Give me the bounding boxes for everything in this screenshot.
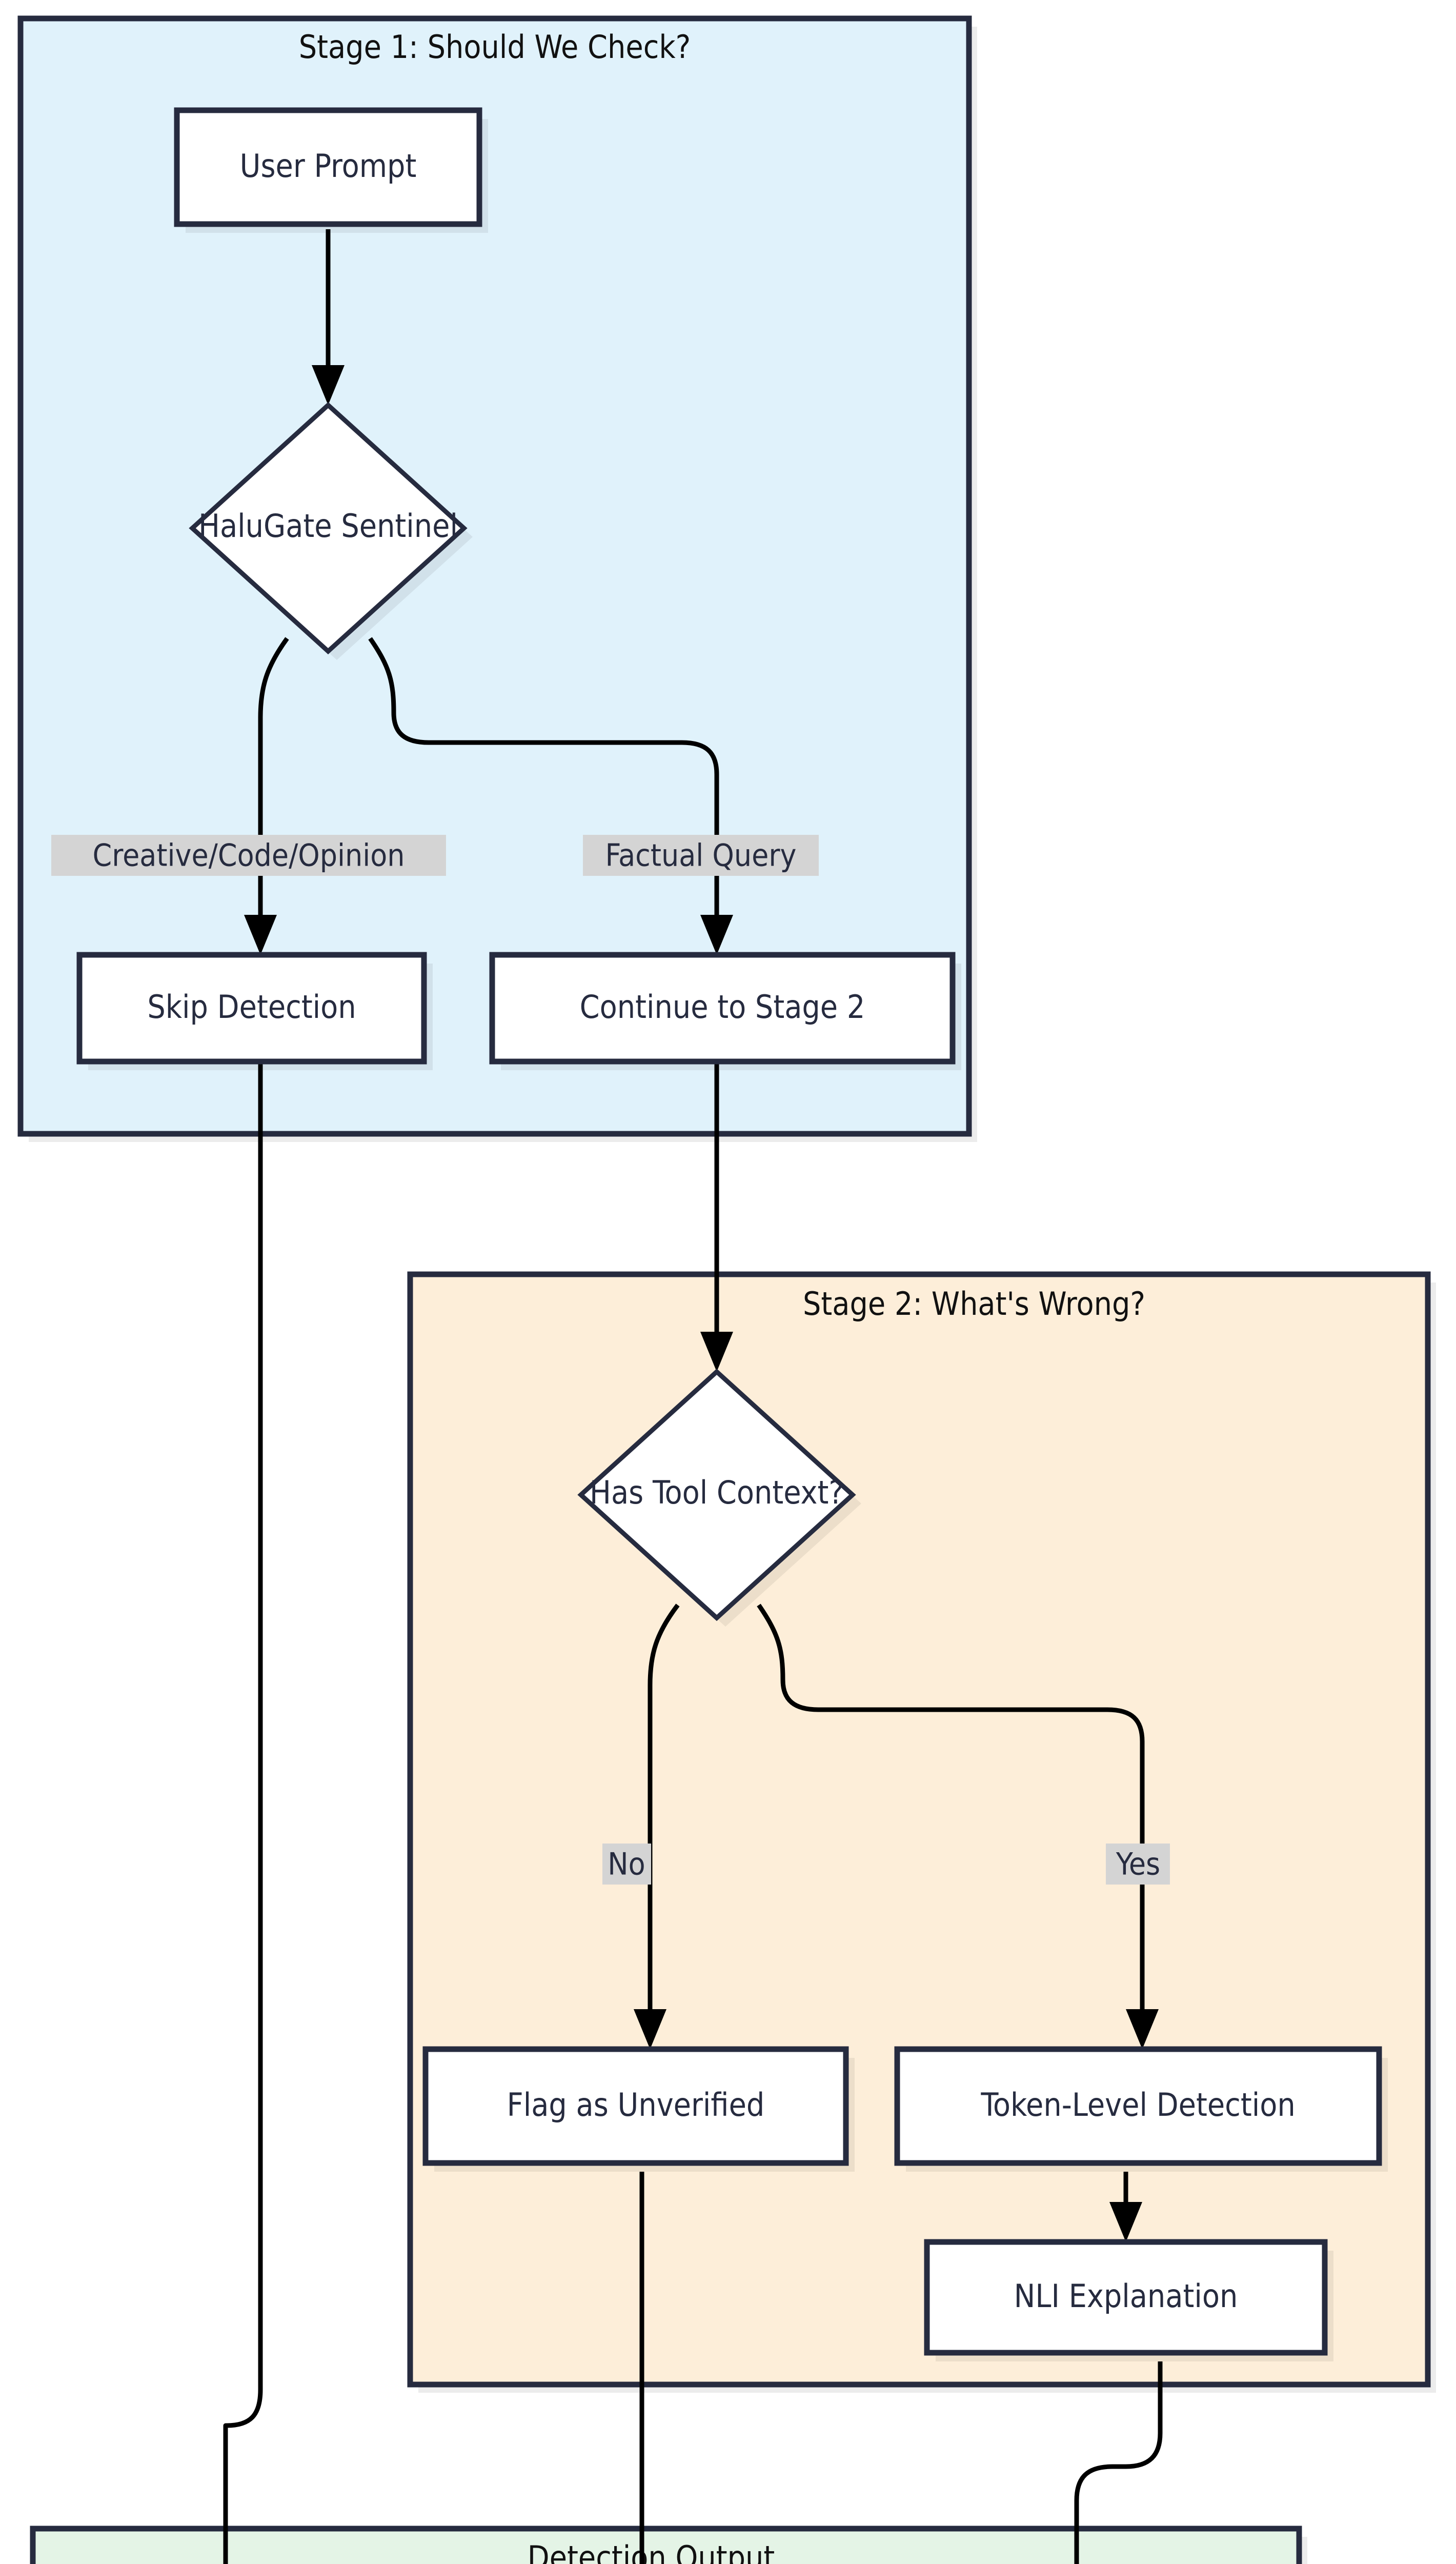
node-continue-stage2[interactable]: Continue to Stage 2	[489, 952, 961, 1070]
continue-stage2-label: Continue to Stage 2	[580, 988, 865, 1026]
arrowhead-sentinel-in	[312, 365, 345, 405]
node-flag-unverified[interactable]: Flag as Unverified	[422, 2046, 855, 2172]
edge-label-bg-no	[602, 1844, 651, 1885]
edge-layer	[223, 229, 1163, 2564]
edge-tool-context-to-flag	[648, 1604, 680, 2023]
edge-label-no: No	[602, 1844, 651, 1885]
node-skip-detection[interactable]: Skip Detection	[76, 952, 433, 1070]
edge-tool-context-to-token	[757, 1604, 1145, 2023]
flag-unverified-label: Flag as Unverified	[507, 2086, 765, 2124]
has-tool-context-diamond	[577, 1368, 856, 1621]
subgraph-output[interactable]: Detection Output	[30, 2526, 1307, 2564]
skip-detection-box	[76, 952, 427, 1065]
edge-label-yes: Yes	[1106, 1844, 1170, 1885]
edge-label-text-creative: Creative/Code/Opinion	[93, 838, 405, 874]
nli-explanation-label: NLI Explanation	[1014, 2277, 1238, 2315]
edge-label-text-no: No	[608, 1847, 645, 1882]
user-prompt-label: User Prompt	[240, 147, 417, 185]
halugate-sentinel-diamond	[189, 402, 468, 655]
edge-label-bg-yes	[1106, 1844, 1170, 1885]
output-background	[30, 2526, 1302, 2564]
stage1-title: Stage 1: Should We Check?	[299, 28, 691, 66]
edge-label-text-factual: Factual Query	[605, 838, 797, 874]
edge-label-bg-creative	[51, 835, 446, 876]
node-user-prompt[interactable]: User Prompt	[174, 107, 488, 233]
node-token-detection[interactable]: Token-Level Detection	[894, 2046, 1388, 2172]
output-title: Detection Output	[528, 2539, 775, 2564]
token-detection-label: Token-Level Detection	[980, 2086, 1295, 2124]
edge-label-bg-factual	[583, 835, 819, 876]
arrowhead-nli-in	[1109, 2202, 1142, 2242]
stage2-title: Stage 2: What's Wrong?	[803, 1285, 1145, 1323]
halugate-sentinel-label: HaluGate Sentinel	[198, 507, 458, 545]
edge-sentinel-to-continue	[368, 637, 719, 928]
edge-nli-to-detailed-report	[1074, 2361, 1163, 2564]
arrowhead-flag-in	[634, 2009, 666, 2049]
arrowhead-tool-context-in	[700, 1332, 733, 1372]
arrowhead-skip-in	[244, 915, 277, 955]
skip-detection-label: Skip Detection	[147, 988, 356, 1026]
user-prompt-box	[174, 107, 482, 227]
edge-sentinel-to-skip	[258, 637, 289, 928]
node-nli-explanation[interactable]: NLI Explanation	[924, 2239, 1333, 2361]
has-tool-context-label: Has Tool Context?	[590, 1474, 844, 1511]
subgraph-stage2[interactable]: Stage 2: What's Wrong?	[407, 1271, 1436, 2393]
arrowhead-token-in	[1126, 2009, 1159, 2049]
edge-label-layer: Creative/Code/Opinion Factual Query No Y…	[51, 835, 1170, 1885]
arrowhead-continue-in	[700, 915, 733, 955]
flag-unverified-box	[422, 2046, 849, 2166]
node-has-tool-context[interactable]: Has Tool Context?	[577, 1368, 861, 1627]
edge-label-factual-query: Factual Query	[583, 835, 819, 876]
continue-stage2-box	[489, 952, 956, 1065]
stage2-background	[407, 1271, 1431, 2388]
token-detection-box	[894, 2046, 1382, 2166]
edge-skip-to-pass-through	[223, 1061, 263, 2564]
nli-explanation-box	[924, 2239, 1328, 2356]
node-halugate-sentinel[interactable]: HaluGate Sentinel	[189, 402, 473, 660]
edge-label-creative-code-opinion: Creative/Code/Opinion	[51, 835, 446, 876]
edge-label-text-yes: Yes	[1116, 1847, 1160, 1882]
